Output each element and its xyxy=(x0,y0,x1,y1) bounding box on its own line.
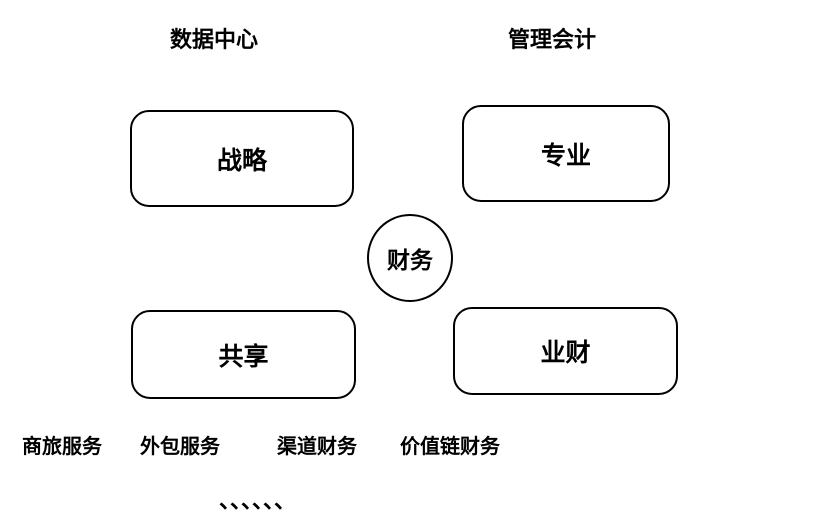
column-header-management-accounting: 管理会计 xyxy=(508,27,597,52)
node-professional: 专业 xyxy=(462,105,670,202)
node-shared: 共享 xyxy=(131,310,356,399)
node-finance-label: 财务 xyxy=(387,247,433,273)
node-business-finance: 业财 xyxy=(453,307,678,395)
footer-label-business-travel-services: 商旅服务 xyxy=(22,436,102,458)
footer-label-value-chain-finance: 价值链财务 xyxy=(400,436,500,458)
node-professional-label: 专业 xyxy=(540,141,591,170)
column-header-data-center: 数据中心 xyxy=(170,27,259,52)
node-shared-label: 共享 xyxy=(218,342,269,371)
footer-label-channel-finance: 渠道财务 xyxy=(277,436,357,458)
node-strategy: 战略 xyxy=(130,110,354,207)
node-strategy-label: 战略 xyxy=(216,146,267,175)
footer-label-outsourcing-services: 外包服务 xyxy=(140,436,220,458)
ellipsis-marks: 、、、、、、 xyxy=(219,488,297,513)
node-business-finance-label: 业财 xyxy=(540,339,591,367)
node-finance-circle: 财务 xyxy=(367,214,453,302)
